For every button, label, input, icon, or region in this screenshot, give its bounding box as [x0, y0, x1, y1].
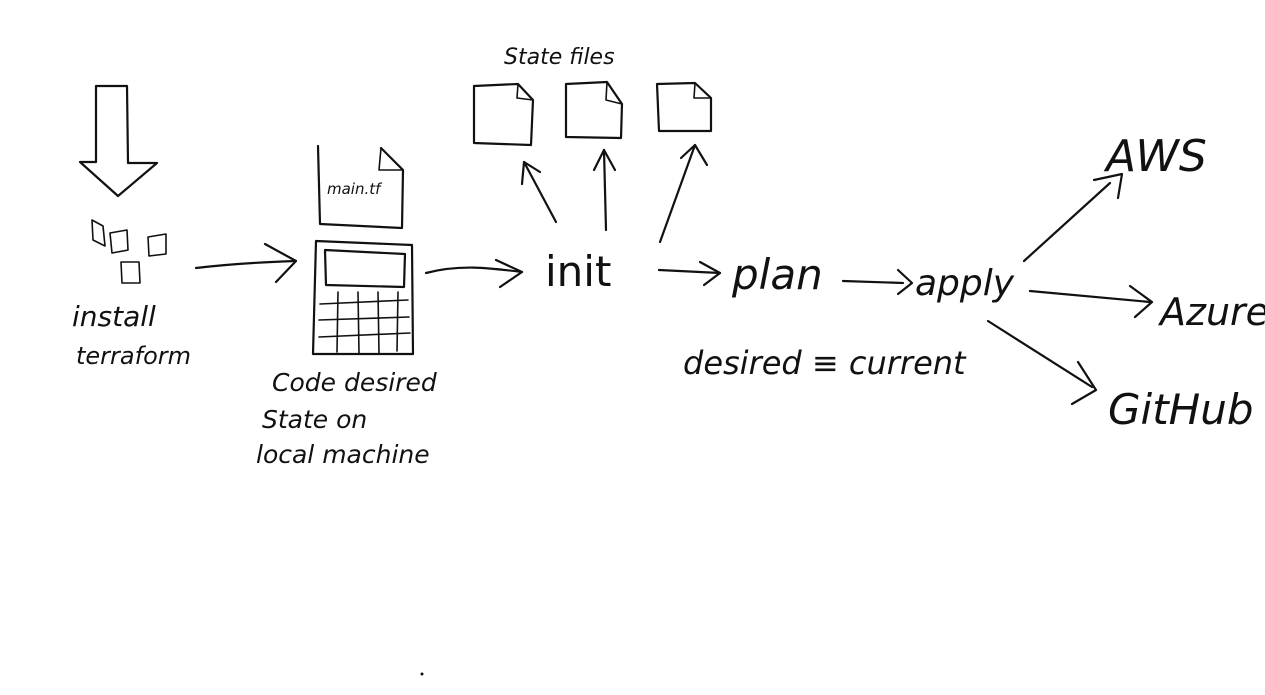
arrow-apply-to-aws [1022, 172, 1124, 263]
main-tf-file-icon: main.tf [316, 144, 405, 230]
arrow-plan-to-apply [841, 268, 914, 296]
code-label-line-1: Code desired [272, 368, 437, 397]
state-file-icon [472, 82, 535, 147]
azure-label: Azure [1157, 290, 1265, 334]
code-label-line-3: local machine [256, 440, 430, 469]
arrow-apply-to-github [986, 319, 1098, 406]
desired-current-note: desired ≡ current [683, 344, 967, 382]
arrow-apply-to-azure [1028, 284, 1154, 319]
arrow-init-to-state-file-2 [592, 148, 617, 232]
aws-label: AWS [1103, 131, 1207, 182]
arrow-code-to-init [424, 258, 524, 289]
arrow-install-to-code [194, 242, 298, 284]
stray-dot [420, 672, 424, 676]
arrow-init-to-state-file-1 [520, 160, 558, 224]
github-label: GitHub [1108, 385, 1254, 434]
init-label: init [545, 247, 611, 296]
download-arrow-icon [78, 84, 159, 198]
main-tf-label: main.tf [327, 180, 383, 198]
state-files-label: State files [504, 45, 615, 70]
plan-label: plan [731, 250, 823, 299]
terraform-label: terraform [76, 342, 191, 370]
arrow-init-to-state-file-3 [658, 143, 709, 244]
state-file-icon [564, 80, 624, 140]
apply-label: apply [915, 263, 1015, 304]
code-label-line-2: State on [262, 405, 367, 434]
terraform-logo-icon [91, 219, 167, 284]
install-label: install [72, 300, 156, 333]
arrow-init-to-plan [657, 260, 722, 287]
state-file-icon [655, 81, 713, 133]
laptop-icon [311, 239, 415, 356]
